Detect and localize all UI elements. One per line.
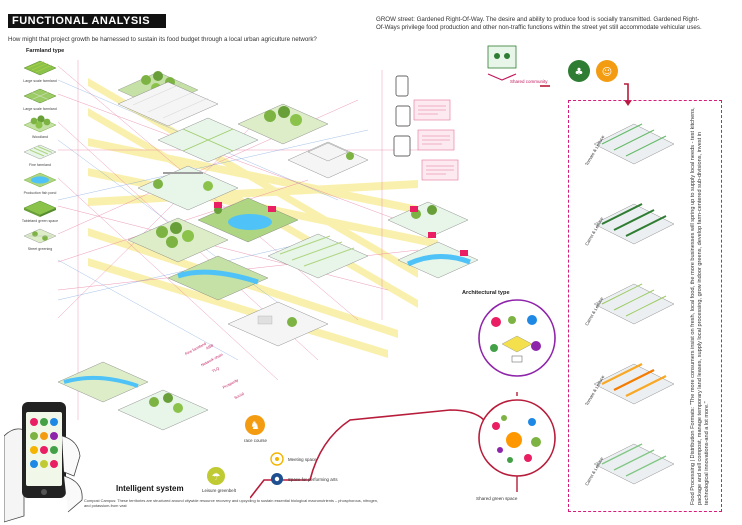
crop-plot [593, 123, 675, 165]
performing-arts-label: Space for performing arts [288, 477, 338, 482]
farmland-item: Tableland green space [20, 196, 60, 223]
info-panel-lines [418, 105, 454, 175]
food-processing-text: Food Processing | Distribution Formats: … [690, 107, 710, 505]
large-farmland-icon [23, 60, 57, 76]
crop-plots [593, 123, 675, 485]
svg-text:☺: ☺ [602, 67, 612, 78]
route-connector [540, 83, 632, 106]
grow-street-description: GROW street: Gardened Right-Of-Way. The … [376, 16, 702, 31]
tile-woodland-left [127, 217, 229, 263]
street-greening-icon [23, 228, 57, 244]
community-circle-icons: ♣ ☺ [568, 60, 618, 82]
tile-woodland-right [237, 103, 329, 145]
svg-text:♞: ♞ [250, 419, 260, 432]
tile-river [167, 255, 269, 301]
device-icons [393, 75, 411, 157]
farmland-type-title: Farmland type [26, 48, 65, 54]
farmland-item: Street greening [20, 224, 60, 251]
tile-greenhouse [287, 141, 369, 179]
woodland-icon [23, 115, 57, 133]
farmland-item: Woodland [20, 112, 60, 139]
crop-plot [593, 283, 675, 325]
title-bar [8, 14, 166, 28]
farmland-item: Fine farmland [20, 140, 60, 167]
leisure-greenbelt-label: Leisure greenbelt [202, 488, 236, 493]
shared-community-label: Shared community [510, 79, 548, 84]
leisure-greenbelt-icon: ☂ [207, 467, 225, 485]
intelligent-system-title: Intelligent system [116, 484, 184, 493]
research-question: How might that project growth be harness… [8, 36, 317, 43]
large-farmland-icon [23, 88, 57, 104]
isometric-diagram [58, 60, 478, 431]
meeting-space-label: Meeting space [288, 457, 317, 462]
tile-cross-field [157, 117, 259, 163]
performing-arts-icon [271, 473, 283, 485]
farmland-label: Fine farmland [29, 163, 51, 167]
svg-text:♣: ♣ [575, 67, 584, 78]
farmland-label: Production fish pond [23, 191, 57, 195]
compost-campus-text: Compost Campus: These territories are st… [84, 498, 379, 508]
smartphone-illustration [4, 402, 83, 523]
tile-field-stripes [267, 233, 369, 279]
farmland-label: Woodland [31, 135, 49, 139]
crop-plot [593, 443, 675, 485]
fish-pond-icon [23, 172, 57, 188]
page-title: FUNCTIONAL ANALYSIS [12, 15, 151, 27]
farmland-label: Large scale farmland [23, 107, 57, 111]
svg-text:☂: ☂ [212, 472, 221, 483]
crop-plot [593, 203, 675, 245]
farmland-label: Street greening [27, 247, 53, 251]
tableland-icon [23, 200, 57, 217]
farmland-label: Large scale farmland [23, 79, 57, 83]
meeting-space-icon [270, 452, 284, 466]
shared-green-space-label: Shared green space [476, 496, 518, 501]
architectural-type-circle [478, 299, 556, 377]
farmland-item: Large scale farmland [20, 84, 60, 111]
crop-plot [593, 363, 675, 405]
marker-pins [214, 202, 468, 256]
food-processing-panel [568, 100, 722, 512]
farmland-label: Tableland green space [21, 219, 59, 223]
fine-farmland-icon [23, 144, 57, 160]
farmland-item: Large scale farmland [20, 56, 60, 83]
tile-grid-field-top [117, 81, 219, 127]
shared-green-space-circle [478, 392, 556, 492]
tile-right-pond-plot [397, 241, 478, 279]
shared-community-icon [487, 45, 517, 81]
race-course-icon: ♞ [245, 415, 265, 435]
farmland-item: Production fish pond [20, 168, 60, 195]
tile-river-bottom [58, 361, 149, 403]
tile-trees-bottom [117, 389, 209, 431]
race-course-label: race course [244, 438, 267, 443]
architectural-type-title: Architectural type [462, 290, 510, 296]
route-red-curve [250, 409, 485, 499]
tile-plaza [227, 301, 329, 347]
tile-pergola [137, 165, 239, 211]
